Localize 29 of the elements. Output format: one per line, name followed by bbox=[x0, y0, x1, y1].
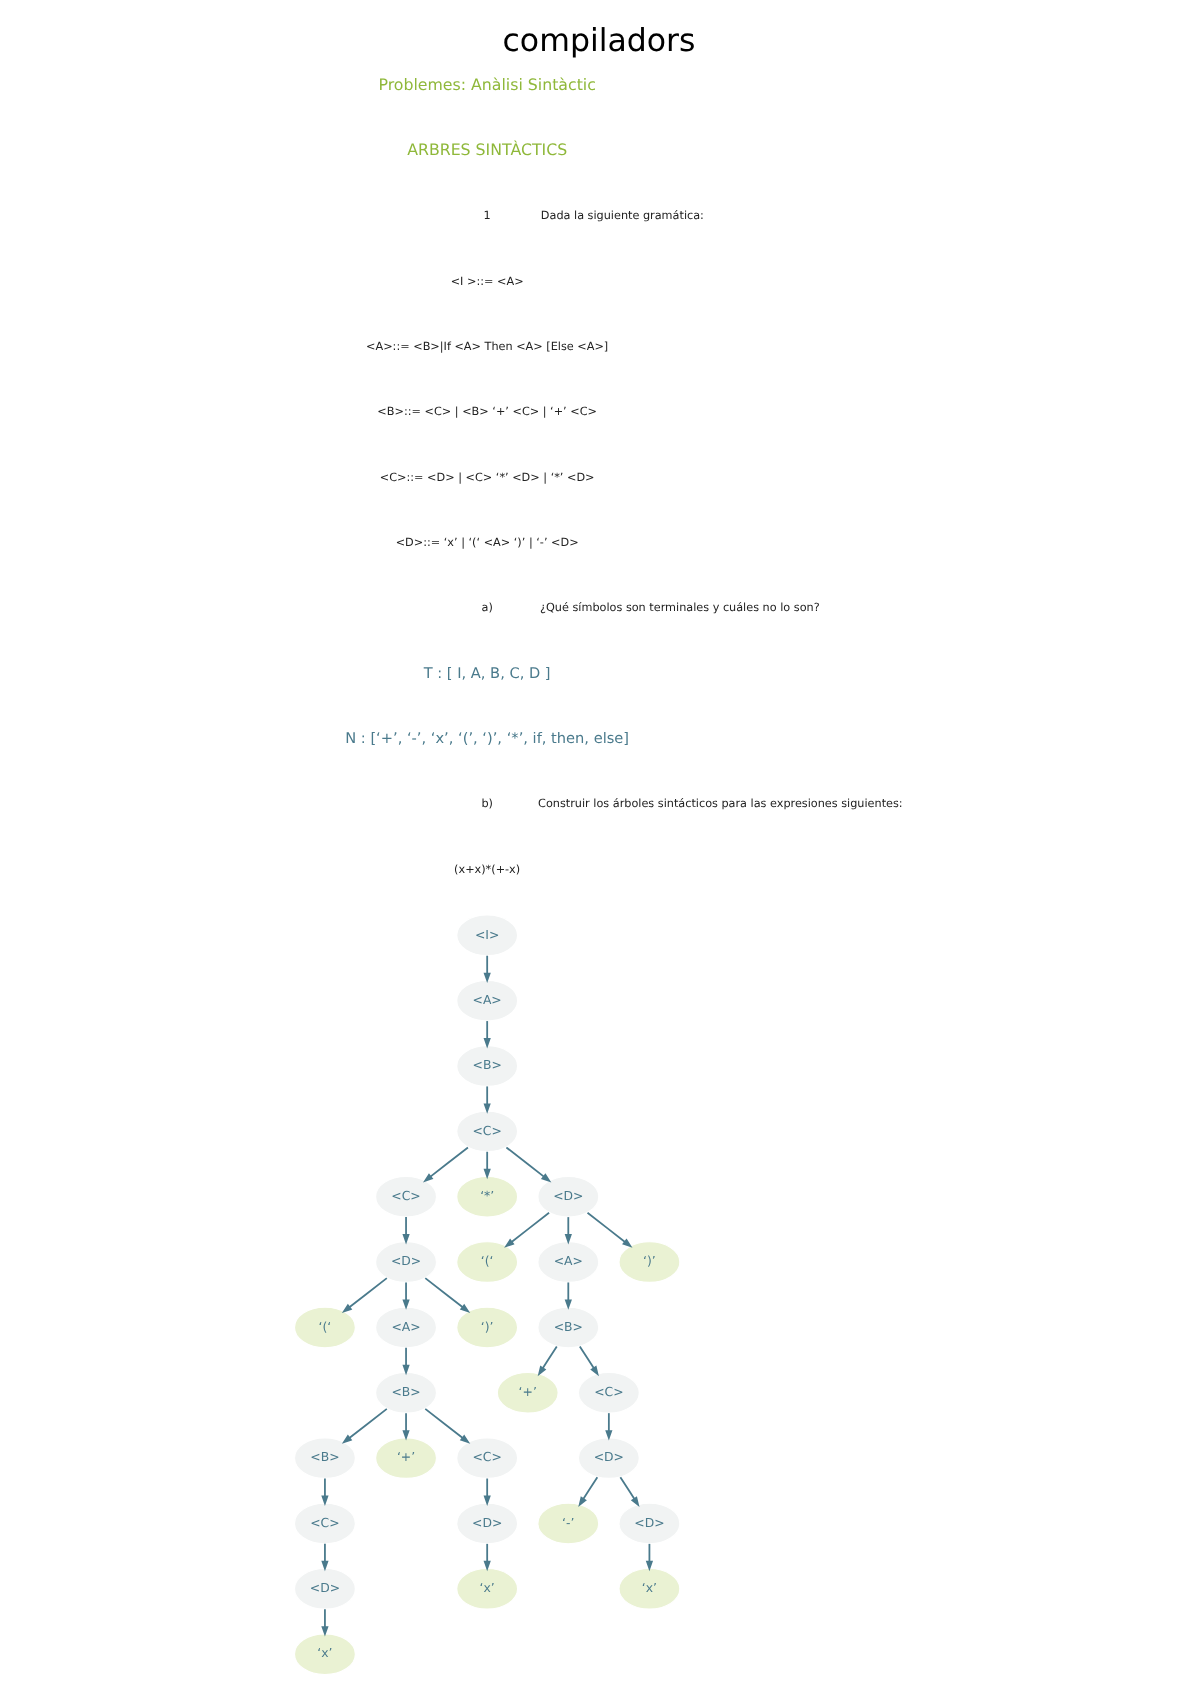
arrow bbox=[483, 1542, 491, 1572]
arrow bbox=[578, 1345, 599, 1377]
arrow bbox=[586, 1211, 633, 1248]
arrow bbox=[564, 1281, 572, 1310]
arrow bbox=[578, 1476, 599, 1507]
arrow bbox=[424, 1407, 471, 1444]
arrow bbox=[619, 1476, 640, 1507]
arrow bbox=[402, 1216, 410, 1245]
arrow bbox=[537, 1345, 558, 1377]
arrow bbox=[483, 1020, 491, 1049]
arrow bbox=[341, 1277, 388, 1314]
arrow bbox=[423, 1146, 469, 1183]
diagram-title: compiladors bbox=[502, 21, 696, 60]
arrow bbox=[505, 1146, 552, 1183]
arrow bbox=[402, 1281, 410, 1310]
arrow bbox=[605, 1412, 613, 1441]
arrow bbox=[424, 1277, 471, 1314]
arrow bbox=[483, 1085, 491, 1114]
arrow bbox=[402, 1346, 410, 1376]
arrow bbox=[341, 1407, 388, 1444]
arrow bbox=[504, 1211, 550, 1248]
arrow bbox=[483, 1477, 491, 1506]
arrow bbox=[321, 1477, 329, 1506]
arrow bbox=[564, 1216, 572, 1245]
arrow bbox=[483, 954, 491, 984]
arrow bbox=[321, 1608, 329, 1637]
arrow bbox=[402, 1412, 410, 1441]
arrow bbox=[321, 1542, 329, 1572]
arrow bbox=[483, 1150, 491, 1180]
